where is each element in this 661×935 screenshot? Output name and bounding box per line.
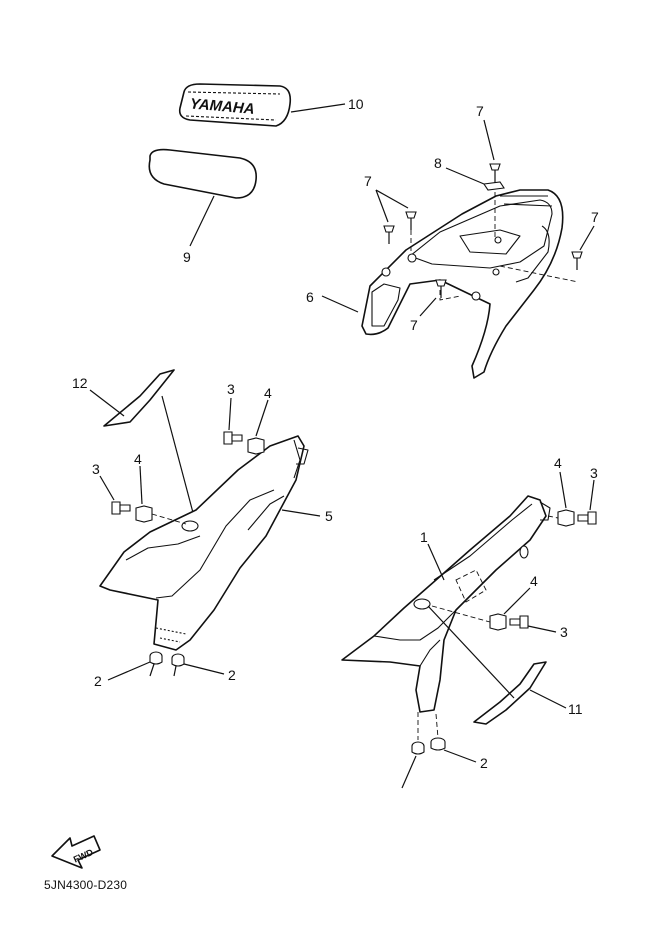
bolt-3-left-lower[interactable] — [111, 501, 131, 515]
callout-4-right-upper: 4 — [554, 455, 562, 471]
grommet-2-right-a[interactable] — [411, 741, 425, 755]
callout-7-left: 7 — [364, 173, 372, 189]
callout-1: 1 — [420, 529, 428, 545]
side-emblem-left-part[interactable] — [103, 369, 175, 427]
fwd-arrow-icon: FWD — [51, 835, 101, 869]
callout-8: 8 — [434, 155, 442, 171]
tail-cowl-part[interactable] — [361, 189, 579, 379]
callout-7-top: 7 — [476, 103, 484, 119]
screw-7-top[interactable] — [489, 163, 501, 184]
collar-4-right-lower[interactable] — [489, 613, 507, 631]
callout-4-right-lower: 4 — [530, 573, 538, 589]
callout-4-left-upper: 4 — [264, 385, 272, 401]
callout-11: 11 — [568, 701, 583, 717]
collar-4-right-upper[interactable] — [557, 509, 575, 527]
screw-7-left-a[interactable] — [383, 225, 395, 244]
callout-7-bottom: 7 — [410, 317, 418, 333]
callout-12: 12 — [72, 375, 88, 391]
screw-7-bottom[interactable] — [435, 279, 447, 298]
grommet-2-left-a[interactable] — [149, 651, 163, 665]
seal-ring-part[interactable] — [148, 148, 257, 199]
screw-7-right[interactable] — [571, 251, 583, 270]
bolt-3-right-upper[interactable] — [577, 511, 597, 525]
grommet-2-right-b[interactable] — [430, 737, 446, 751]
bolt-3-right-lower[interactable] — [509, 615, 529, 629]
diagram-code: 5JN4300-D230 — [44, 878, 128, 892]
screw-7-left-b[interactable] — [405, 211, 417, 230]
callout-3-right-lower: 3 — [560, 624, 568, 640]
callout-6: 6 — [306, 289, 314, 305]
collar-4-left-lower[interactable] — [135, 505, 153, 523]
callout-2-left-a: 2 — [94, 673, 102, 689]
yamaha-emblem-part[interactable]: YAMAHA — [178, 83, 292, 127]
callout-5: 5 — [325, 508, 333, 524]
callout-3-left-lower: 3 — [92, 461, 100, 477]
clip-part[interactable] — [483, 181, 505, 191]
side-cover-left-part[interactable] — [99, 435, 309, 651]
callout-3-left-upper: 3 — [227, 381, 235, 397]
callout-9: 9 — [183, 249, 191, 265]
callout-2-left-b: 2 — [228, 667, 236, 683]
callout-4-left-lower: 4 — [134, 451, 142, 467]
callout-7-right: 7 — [591, 209, 599, 225]
collar-4-left-upper[interactable] — [247, 437, 265, 455]
grommet-2-left-b[interactable] — [171, 653, 185, 667]
side-cover-right-part[interactable] — [341, 495, 551, 713]
callout-2-right: 2 — [480, 755, 488, 771]
callout-3-right-upper: 3 — [590, 465, 598, 481]
callout-10: 10 — [348, 96, 364, 112]
yamaha-emblem-text: YAMAHA — [189, 95, 255, 118]
bolt-3-left-upper[interactable] — [223, 431, 243, 445]
